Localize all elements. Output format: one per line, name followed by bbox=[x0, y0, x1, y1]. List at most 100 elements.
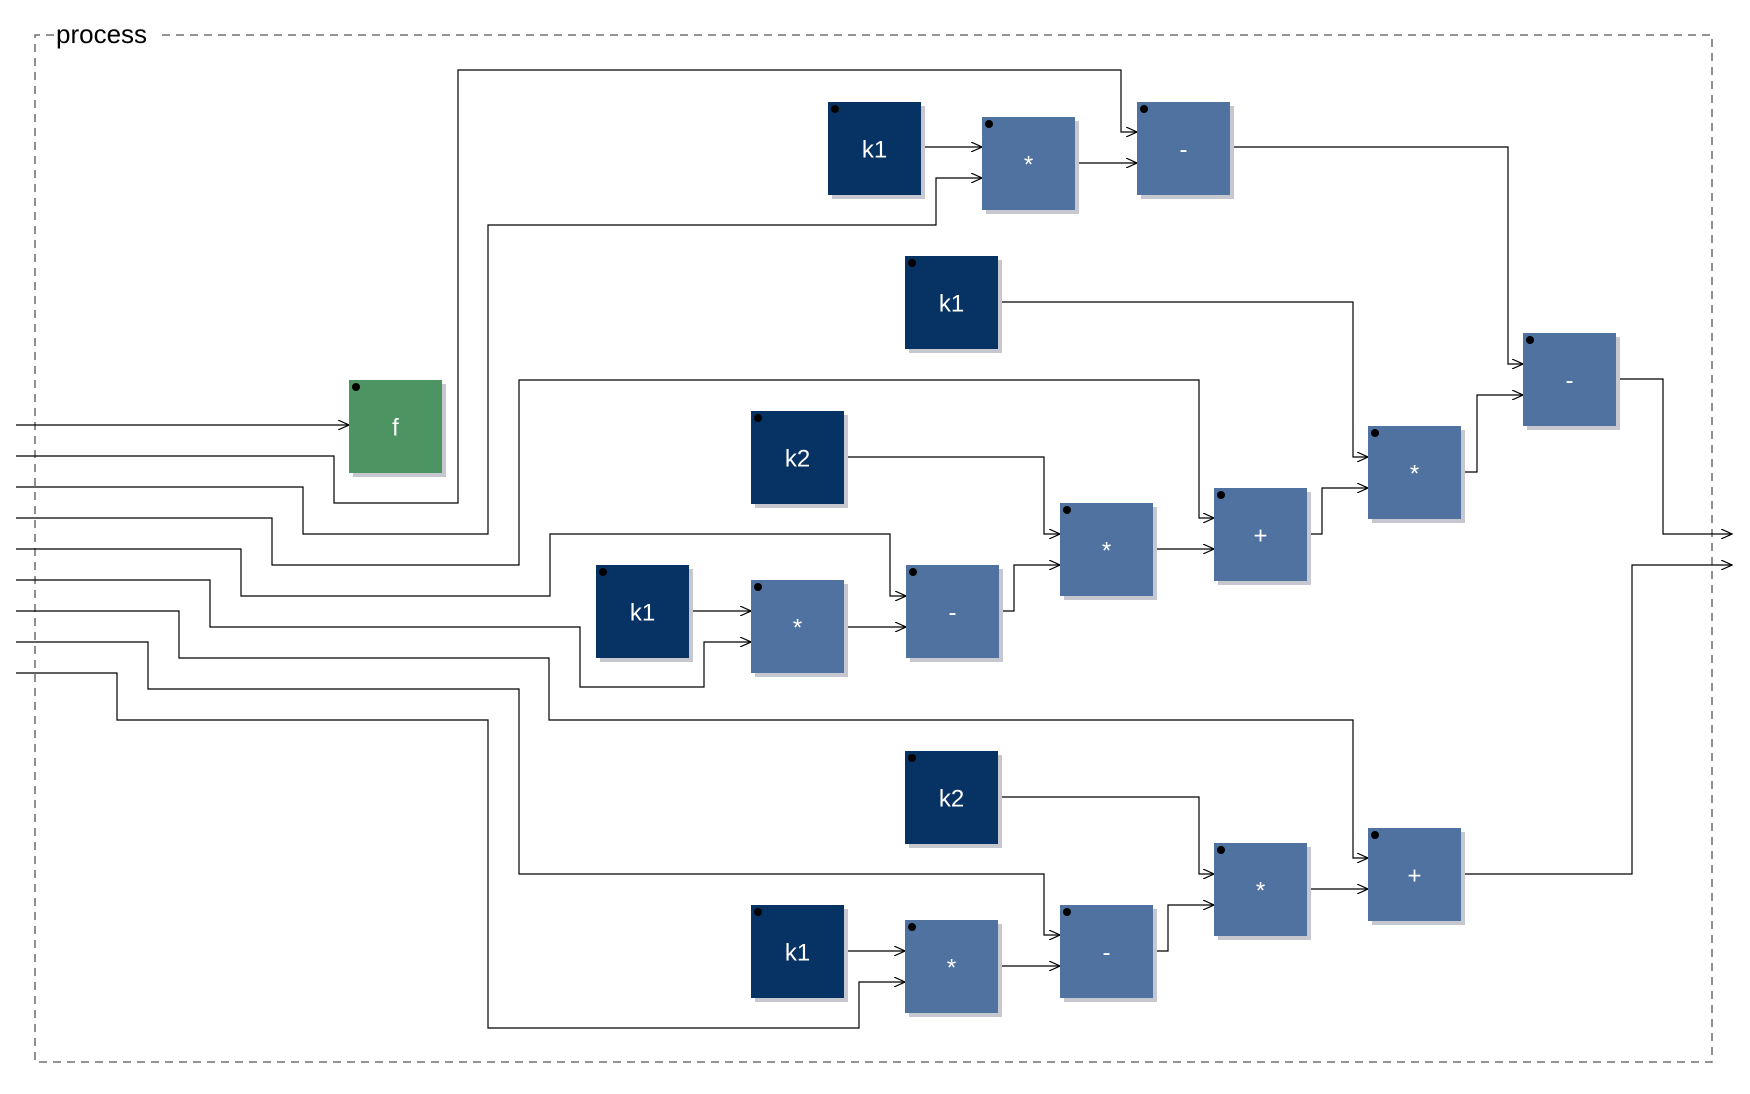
wires bbox=[16, 69, 1732, 1029]
block-label: * bbox=[1024, 152, 1033, 179]
block-label: f bbox=[392, 415, 399, 442]
wire-a1-m4 bbox=[1307, 488, 1368, 535]
block-body bbox=[596, 565, 689, 658]
block-body bbox=[1214, 843, 1307, 936]
wire-s3-out1 bbox=[1616, 378, 1732, 534]
block-m4: * bbox=[1368, 426, 1465, 523]
block-origin-dot bbox=[1217, 846, 1225, 854]
block-label: k2 bbox=[785, 446, 810, 473]
block-m1: * bbox=[982, 117, 1079, 214]
block-body bbox=[1060, 905, 1153, 998]
block-label: + bbox=[1253, 523, 1267, 550]
block-origin-dot bbox=[754, 583, 762, 591]
block-a1: + bbox=[1214, 488, 1311, 585]
block-a2: + bbox=[1368, 828, 1465, 925]
wire-s4-m6 bbox=[1152, 905, 1214, 952]
block-f: f bbox=[349, 380, 446, 477]
block-label: k1 bbox=[785, 940, 810, 967]
block-label: * bbox=[1102, 538, 1111, 565]
block-body bbox=[982, 117, 1075, 210]
block-m6: * bbox=[1214, 843, 1311, 940]
wire-in6-m2 bbox=[16, 579, 751, 688]
block-k1a: k1 bbox=[828, 102, 925, 199]
block-body bbox=[828, 102, 921, 195]
block-label: - bbox=[1180, 137, 1188, 164]
block-m5: * bbox=[905, 920, 1002, 1017]
wire-k1b-m4 bbox=[998, 301, 1368, 457]
block-k1c: k1 bbox=[596, 565, 693, 662]
block-label: * bbox=[1256, 878, 1265, 905]
block-origin-dot bbox=[1371, 429, 1379, 437]
group-title: process bbox=[56, 19, 147, 49]
block-origin-dot bbox=[1140, 105, 1148, 113]
block-body bbox=[349, 380, 442, 473]
block-k2b: k2 bbox=[905, 751, 1002, 848]
wire-a2-out2 bbox=[1461, 565, 1732, 875]
block-k2a: k2 bbox=[751, 411, 848, 508]
wire-in8-s4 bbox=[16, 641, 1060, 935]
block-label: * bbox=[1410, 461, 1419, 488]
block-body bbox=[905, 256, 998, 349]
block-origin-dot bbox=[1063, 506, 1071, 514]
block-origin-dot bbox=[1217, 491, 1225, 499]
wire-in7-a2 bbox=[16, 610, 1368, 858]
block-label: k1 bbox=[630, 600, 655, 627]
block-label: - bbox=[1103, 940, 1111, 967]
block-label: k1 bbox=[862, 137, 887, 164]
wire-k2b-m6 bbox=[998, 796, 1214, 874]
block-m3: * bbox=[1060, 503, 1157, 600]
block-origin-dot bbox=[754, 908, 762, 916]
wire-in5-s2 bbox=[16, 533, 906, 596]
block-m2: * bbox=[751, 580, 848, 677]
block-origin-dot bbox=[1371, 831, 1379, 839]
group-border bbox=[34, 34, 1713, 1063]
block-origin-dot bbox=[908, 259, 916, 267]
block-body bbox=[905, 751, 998, 844]
block-origin-dot bbox=[599, 568, 607, 576]
block-label: - bbox=[949, 600, 957, 627]
wire-in4-a1 bbox=[16, 379, 1214, 566]
block-body bbox=[906, 565, 999, 658]
block-label: * bbox=[793, 615, 802, 642]
block-origin-dot bbox=[352, 383, 360, 391]
block-s1: - bbox=[1137, 102, 1234, 199]
block-body bbox=[1214, 488, 1307, 581]
wire-m4-s3 bbox=[1461, 395, 1523, 473]
block-body bbox=[751, 580, 844, 673]
block-origin-dot bbox=[985, 120, 993, 128]
block-origin-dot bbox=[1526, 336, 1534, 344]
block-origin-dot bbox=[831, 105, 839, 113]
wire-in3-m1 bbox=[16, 178, 982, 535]
block-k1d: k1 bbox=[751, 905, 848, 1002]
block-s2: - bbox=[906, 565, 1003, 662]
block-s4: - bbox=[1060, 905, 1157, 1002]
wire-in2-s1 bbox=[16, 69, 1137, 504]
wire-s1-s3 bbox=[1230, 146, 1523, 364]
block-body bbox=[751, 411, 844, 504]
block-k1b: k1 bbox=[905, 256, 1002, 353]
block-body bbox=[1368, 828, 1461, 921]
block-origin-dot bbox=[908, 754, 916, 762]
block-origin-dot bbox=[1063, 908, 1071, 916]
block-s3: - bbox=[1523, 333, 1620, 430]
block-body bbox=[1060, 503, 1153, 596]
block-body bbox=[1523, 333, 1616, 426]
block-label: k2 bbox=[939, 786, 964, 813]
block-body bbox=[1368, 426, 1461, 519]
block-origin-dot bbox=[908, 923, 916, 931]
block-label: k1 bbox=[939, 291, 964, 318]
block-body bbox=[1137, 102, 1230, 195]
wire-in9-m5 bbox=[16, 672, 905, 1029]
wire-s2-m3 bbox=[998, 565, 1060, 612]
blocks: f k1 * - k1 k2 k1 * - * + * - k2 k1 * - * + bbox=[349, 102, 1620, 1017]
wire-k2a-m3 bbox=[843, 456, 1060, 534]
block-label: * bbox=[947, 955, 956, 982]
block-origin-dot bbox=[909, 568, 917, 576]
block-body bbox=[751, 905, 844, 998]
process-group: process bbox=[34, 19, 1713, 1063]
block-label: + bbox=[1407, 863, 1421, 890]
block-origin-dot bbox=[754, 414, 762, 422]
block-body bbox=[905, 920, 998, 1013]
block-label: - bbox=[1566, 368, 1574, 395]
